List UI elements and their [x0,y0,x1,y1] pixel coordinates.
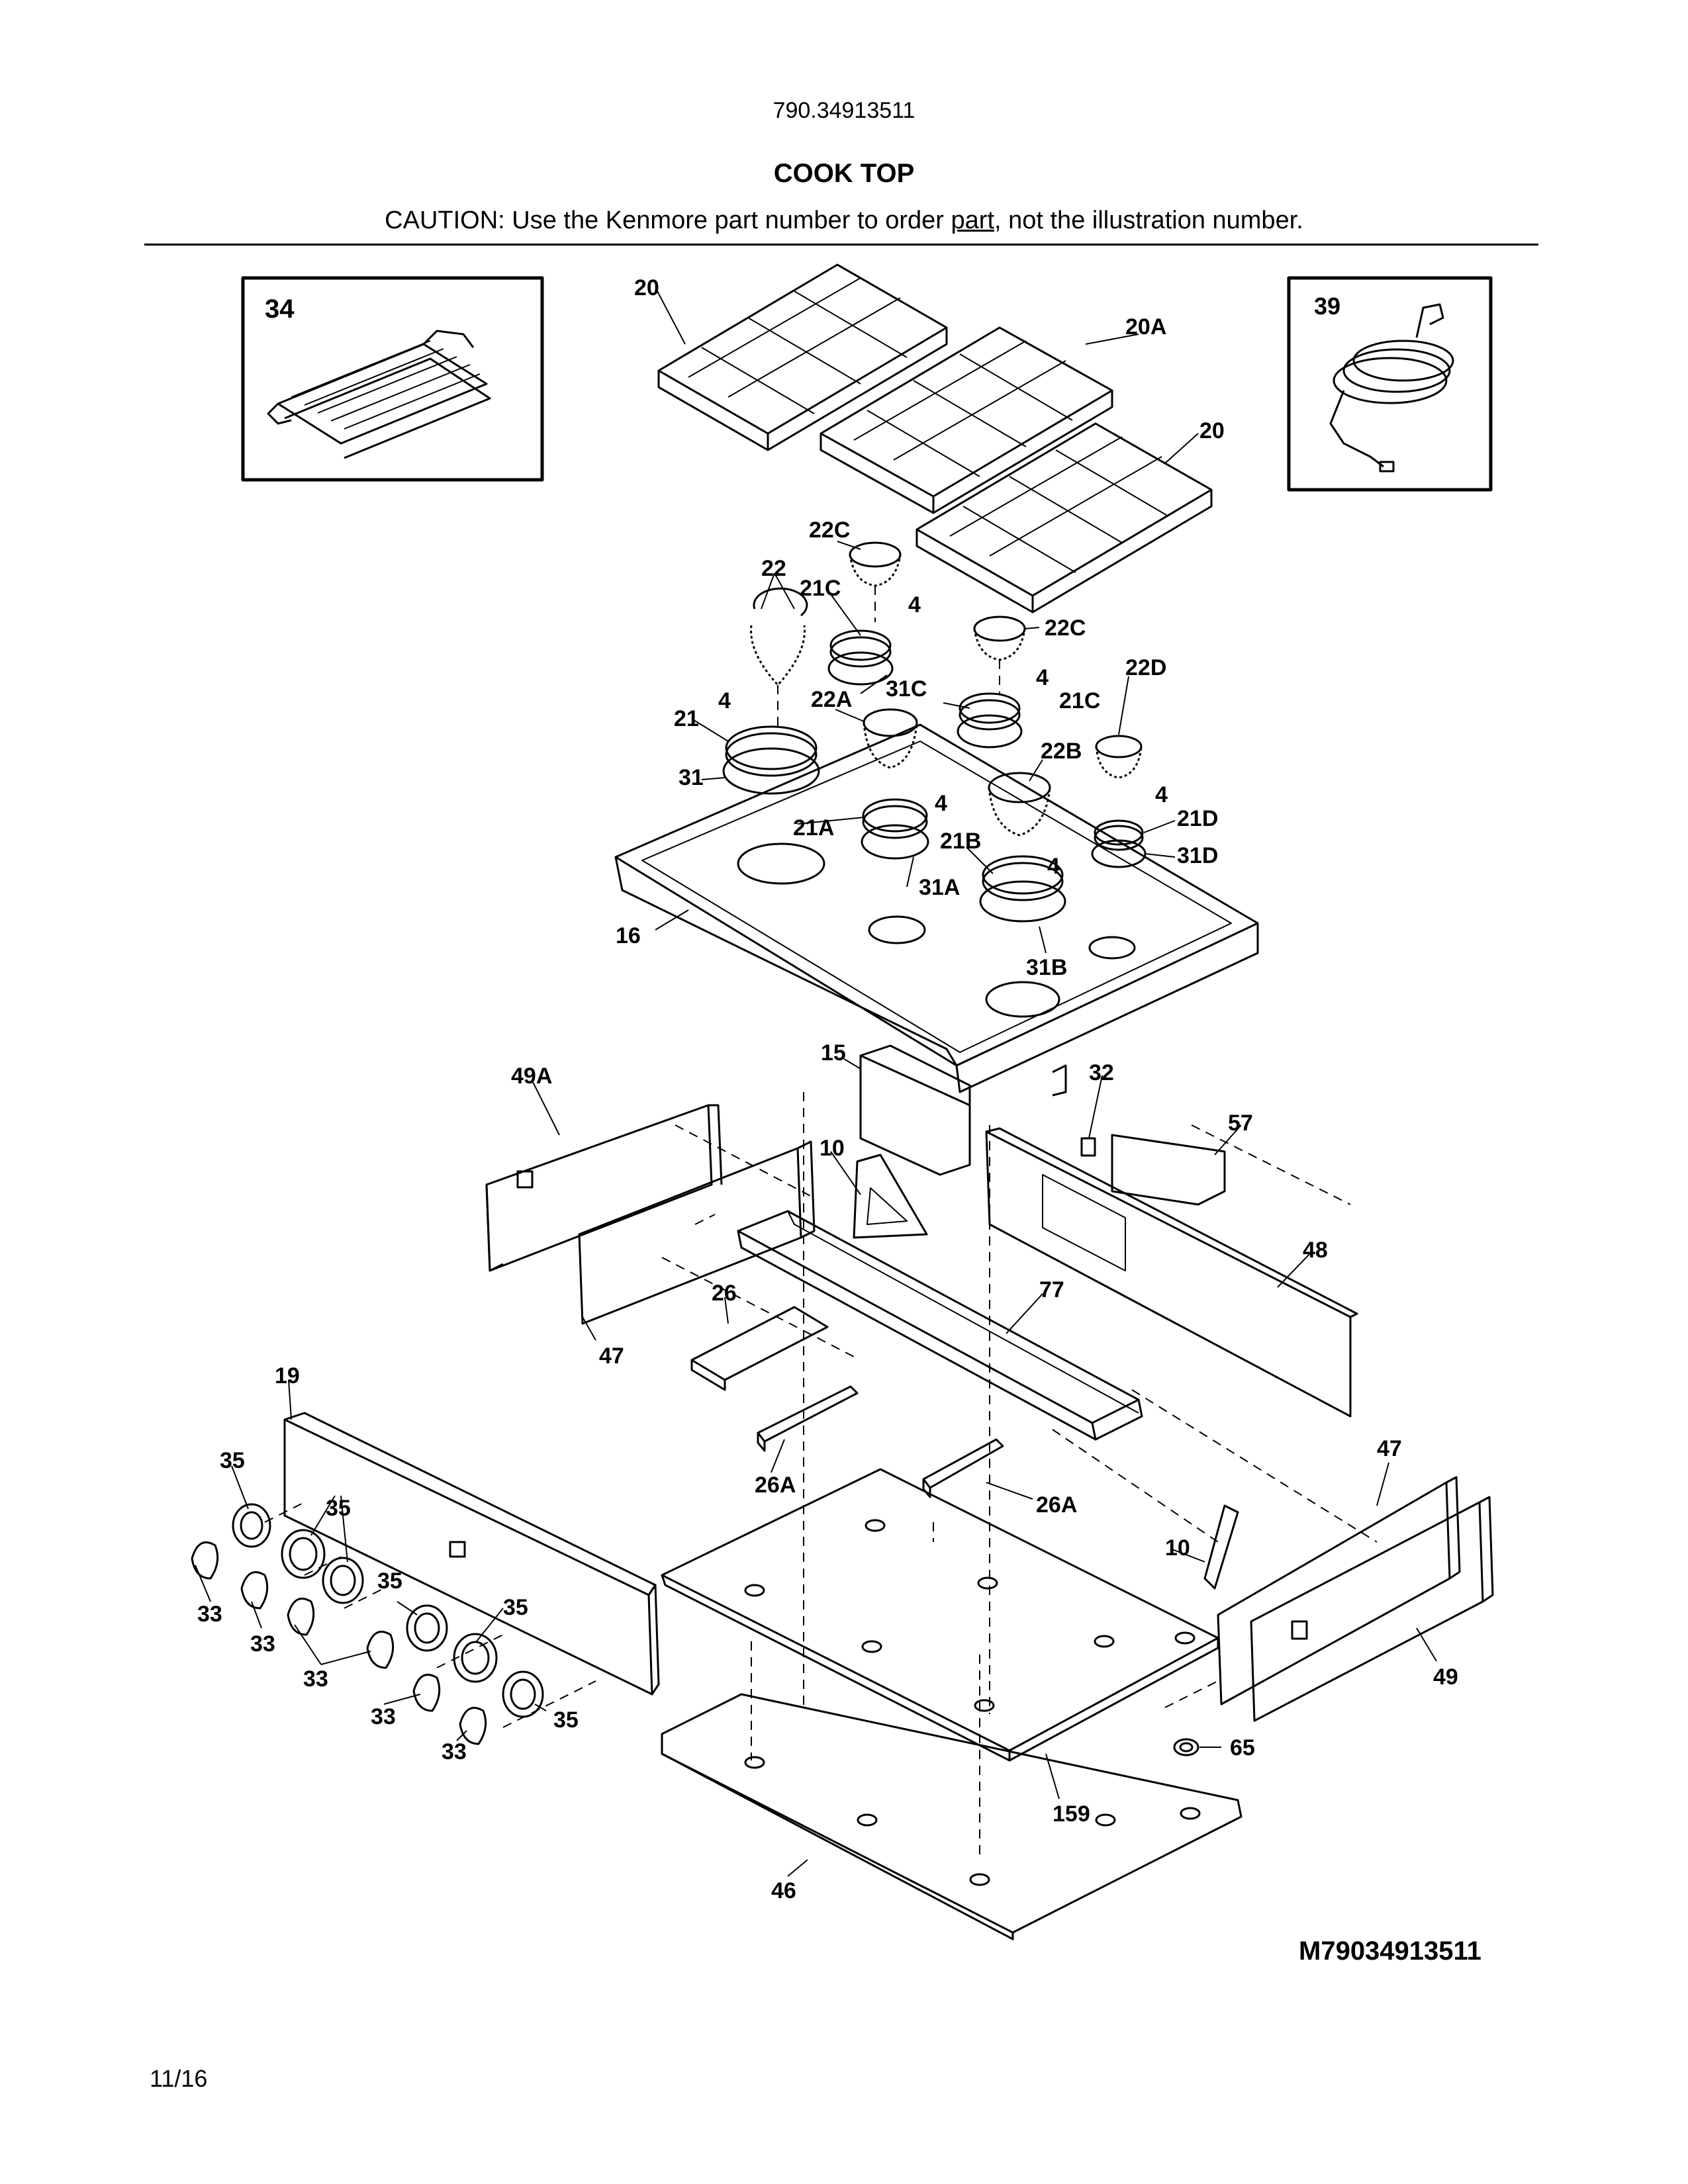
inset-power-cord[interactable] [1287,276,1493,492]
callout-cap-22b: 22B [1041,739,1082,764]
callout-ring-31: 31 [679,765,704,790]
callout-panel-49: 49 [1433,1664,1458,1690]
callout-burner-21c-b: 21C [1059,688,1100,713]
pan-159[interactable] [661,1468,1219,1762]
callout-deflector-10a: 10 [820,1136,845,1161]
pan-46[interactable] [661,1693,1243,1940]
callout-ring-31b: 31B [1026,955,1067,980]
callout-head-22: 22 [761,556,786,581]
callout-bezel-35d: 35 [503,1595,528,1620]
callout-shield-15: 15 [821,1040,846,1066]
caution-note: CAUTION: Use the Kenmore part number to … [0,206,1688,235]
callout-screw-a: 4 [908,592,921,617]
grommet-65[interactable] [1173,1738,1199,1756]
inset-griddle[interactable] [241,276,544,482]
callout-panel-47a: 47 [599,1343,624,1369]
callout-grommet-65: 65 [1230,1735,1255,1760]
callout-cap-22c-b: 22C [1045,615,1086,641]
callout-ring-31c: 31C [886,676,927,702]
callout-burner-21c-a: 21C [800,576,841,601]
caution-part-link[interactable]: part [951,206,994,234]
callout-ring-31a: 31A [919,875,960,900]
panel-48[interactable] [985,1127,1358,1418]
header-divider [144,244,1538,246]
diagram-id: M79034913511 [1299,1936,1481,1966]
callout-burner-21a: 21A [793,815,834,841]
page-title: COOK TOP [773,159,915,188]
grate-left[interactable] [657,263,948,451]
callout-bracket-26a-left: 26A [755,1473,796,1498]
caution-suffix: , not the illustration number. [994,206,1303,234]
callout-cooktop-16: 16 [616,923,641,948]
cooktop-16[interactable] [614,723,1259,1097]
callout-cap-22a: 22A [811,687,852,712]
bracket-26a-left[interactable] [757,1385,859,1452]
callout-panel-48: 48 [1303,1238,1328,1263]
leader-lines [195,291,1437,1877]
callout-screw-e: 4 [935,791,947,816]
callout-burner-21: 21 [674,706,699,731]
callout-screw-c: 4 [718,688,731,713]
callout-grate-left: 20 [634,275,659,300]
callout-spacer-32: 32 [1089,1060,1114,1085]
callout-bezel-35c: 35 [377,1569,402,1594]
callout-channel-77: 77 [1039,1277,1064,1302]
callout-cap-22d: 22D [1125,655,1166,680]
callout-panel-19: 19 [275,1363,300,1388]
callout-grate-center: 20A [1125,314,1166,340]
model-number: 790.34913511 [773,98,915,123]
panel-47-left[interactable] [578,1140,816,1325]
callout-deflector-10b: 10 [1165,1535,1190,1561]
revision-date: 11/16 [150,2065,208,2092]
control-panel-19[interactable] [283,1412,660,1696]
callout-grate-right: 20 [1199,418,1225,443]
inset-label-cord: 39 [1314,293,1340,320]
callout-bracket-26a-right: 26A [1036,1492,1077,1518]
bracket-26a-right[interactable] [922,1438,1004,1498]
panel-47-right[interactable] [1217,1476,1461,1706]
callout-bracket-57: 57 [1228,1111,1253,1136]
callout-bezel-35b: 35 [326,1496,351,1521]
bracket-26[interactable] [690,1306,829,1391]
callout-cap-22c-a: 22C [809,518,850,543]
callout-bracket-26: 26 [712,1281,737,1306]
callout-burner-21d: 21D [1177,806,1218,831]
knobs-and-bezels[interactable] [191,1503,544,1745]
callout-panel-49a: 49A [511,1064,552,1089]
callout-panel-47b: 47 [1377,1436,1402,1461]
callout-screw-d: 4 [1155,782,1168,807]
callout-pan-159: 159 [1053,1801,1090,1827]
callout-bezel-35e: 35 [553,1707,579,1733]
callout-pan-46: 46 [771,1878,796,1903]
caution-prefix: CAUTION: Use the Kenmore part number to … [385,206,951,234]
callout-ring-31d: 31D [1177,843,1218,868]
callout-knob-33a: 33 [197,1602,222,1627]
panel-49a[interactable] [485,1104,723,1272]
inset-label-griddle: 34 [265,295,295,324]
shield-15[interactable] [859,1044,971,1176]
callout-knob-33d: 33 [371,1704,396,1729]
callout-screw-b: 4 [1036,665,1049,690]
callout-bezel-35a: 35 [220,1448,245,1473]
grate-right[interactable] [915,422,1213,614]
panel-49[interactable] [1250,1496,1494,1722]
bracket-57[interactable] [1080,1134,1226,1206]
callout-knob-33c: 33 [303,1666,328,1692]
deflector-10-center[interactable] [853,1154,928,1239]
burner-bases[interactable] [722,629,1147,923]
callout-burner-21b: 21B [940,829,981,854]
callout-knob-33e: 33 [442,1739,467,1764]
callout-screw-f: 4 [1047,854,1060,879]
callout-knob-33b: 33 [250,1631,275,1657]
assembly-lines [264,586,1378,1860]
grate-center[interactable] [820,326,1113,514]
deflector-10-right[interactable] [1203,1504,1239,1590]
channel-77[interactable] [737,1210,1143,1441]
